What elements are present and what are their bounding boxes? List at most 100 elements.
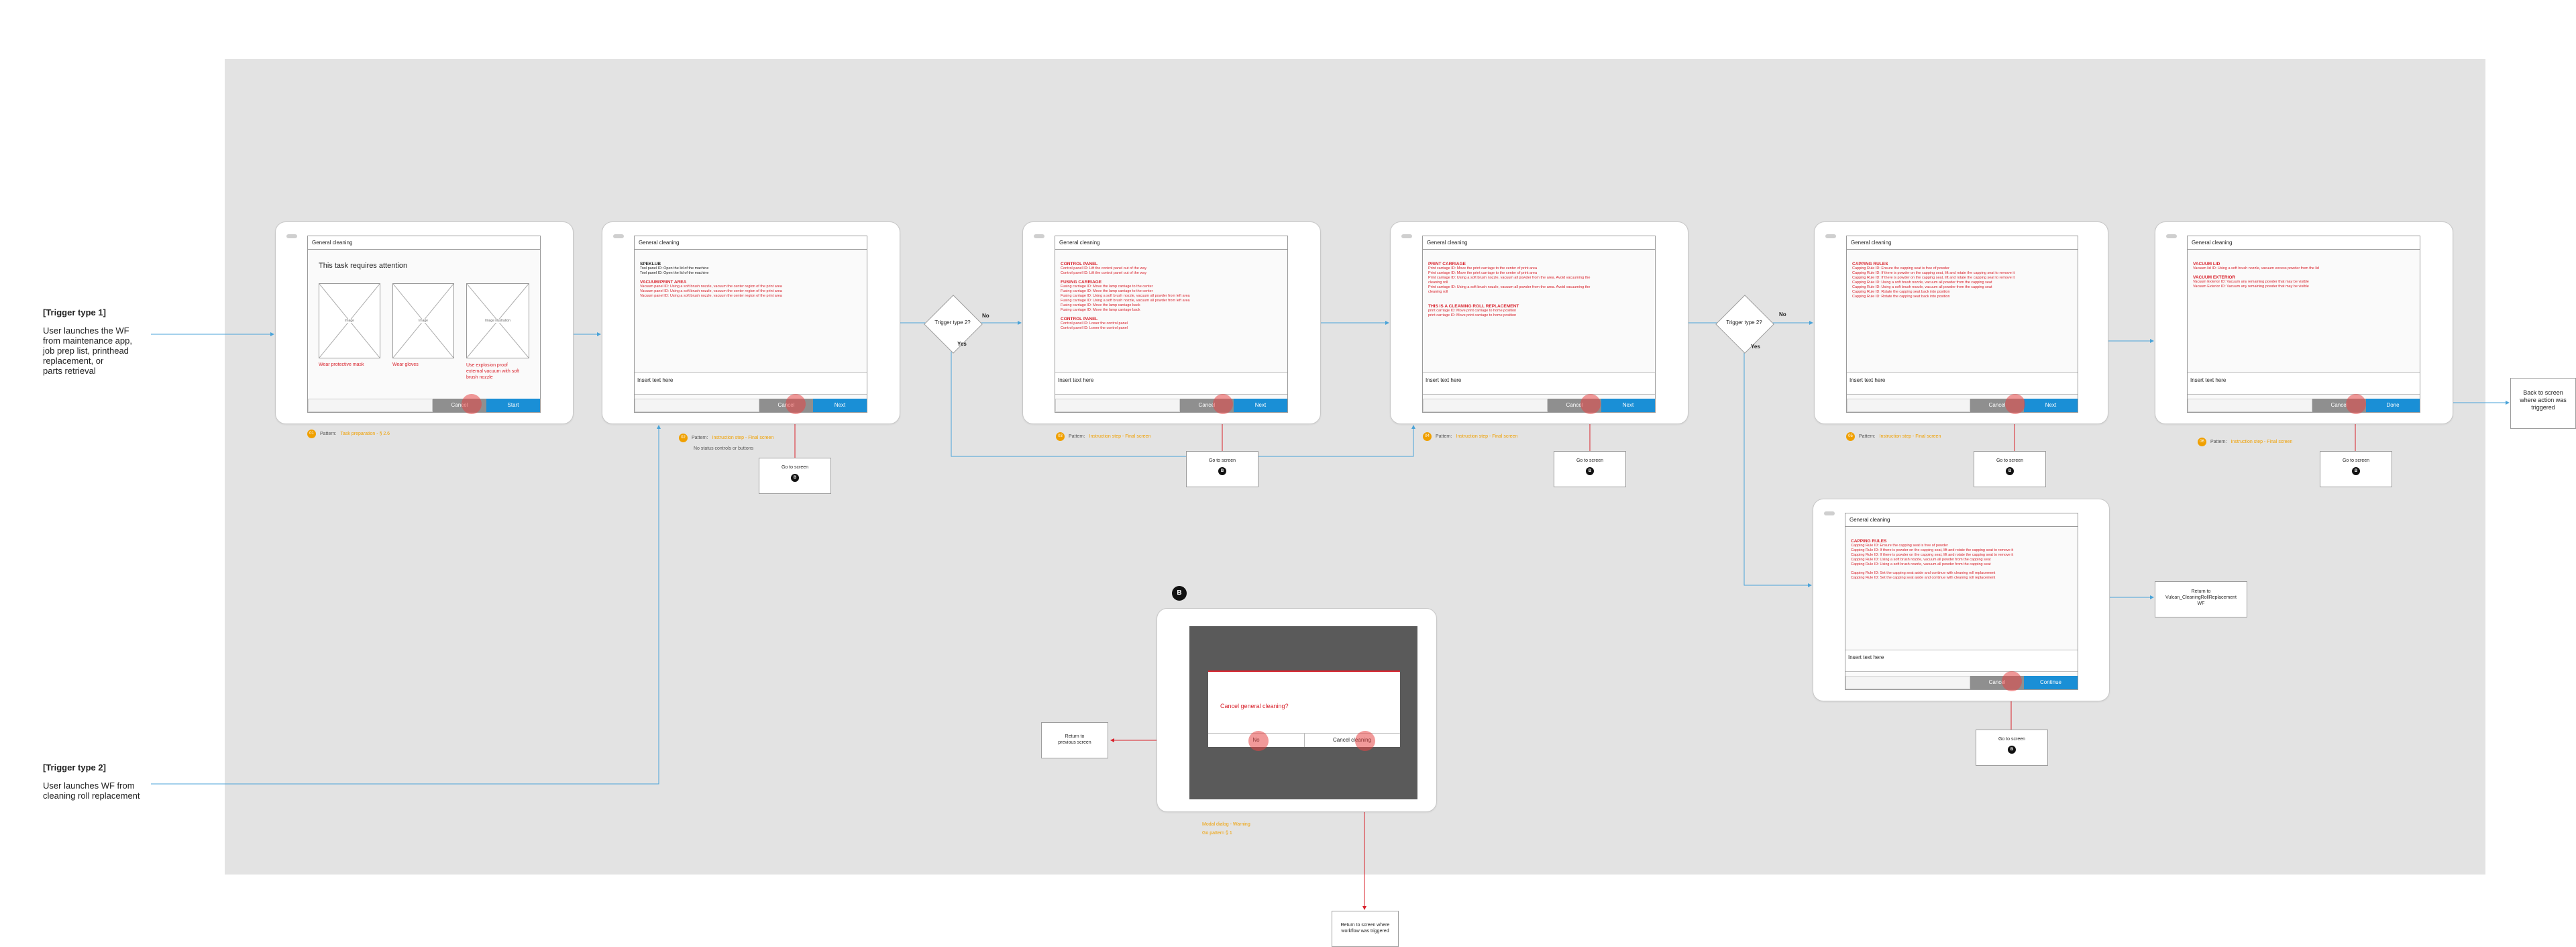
instructions: PRINT CARRIAGE Print carriage ID: Move t… [1423,250,1655,373]
button-row: Cancel Next [1847,397,2078,412]
pattern-note: 06 Pattern: Instruction step - Final scr… [2198,438,2292,446]
tap-indicator [786,394,806,414]
note-link[interactable]: Instruction step - Final screen [2231,440,2293,444]
return-trigger-screen-box: Return to screen where workflow was trig… [1332,911,1399,947]
trigger-2-note: [Trigger type 2] User launches WF from c… [43,762,177,801]
dialog-cancel-cleaning-button[interactable]: Cancel cleaning [1333,737,1371,743]
ppe-caption: Use explosion proof external vacuum with… [466,362,519,381]
box-line: where action was [2520,397,2567,403]
instruction-line: Tool panel ID: Open the lid of the machi… [640,266,709,270]
instruction-line: Capping Rule ID: Rotate the capping seat… [1852,295,1950,299]
text-input[interactable]: Insert text here [635,373,867,395]
trigger-1-line: User launches the WF [43,326,129,336]
next-button[interactable]: Next [1601,399,1655,412]
decision-label: Trigger type 2? [934,319,971,326]
screen-3: General cleaning CONTROL PANEL Control p… [1055,236,1288,413]
text-input[interactable]: Insert text here [1847,373,2078,395]
tablet-camera [1034,234,1044,238]
screen-b-badge: B [1218,467,1226,475]
instruction-line: Capping Rule ID: Using a soft brush nozz… [1852,285,1992,289]
pattern-note: 05 Pattern: Instruction step - Final scr… [1846,432,1941,441]
return-cleaning-roll-box: Return to Vulcan_CleaningRollReplacement… [2155,581,2247,617]
tap-indicator [2005,394,2025,414]
instruction-line: Vacuum Exterior ID: Vacuum any remaining… [2193,285,2309,289]
instruction-line: Vacuum panel ID: Using a soft brush nozz… [640,294,782,298]
instruction-line: Fusing carriage ID: Using a soft brush n… [1061,299,1190,303]
button-row: Cancel Next [1055,397,1287,412]
note-link[interactable]: Instruction step - Final screen [1089,434,1151,439]
note-link[interactable]: Instruction step - Final screen [1456,434,1518,439]
tap-indicator [1248,731,1269,751]
instruction-line: Print carriage ID: Using a soft brush no… [1428,285,1591,289]
text-input[interactable]: Insert text here [1423,373,1655,395]
screen-2: General cleaning SPEKLUB Tool panel ID: … [634,236,867,413]
pattern-note: 04 Pattern: Instruction step - Final scr… [1423,432,1517,441]
note-number: 05 [1846,432,1855,441]
continue-button[interactable]: Continue [2024,676,2078,689]
instruction-line: Vacuum panel ID: Using a soft brush nozz… [640,289,782,293]
instructions: CONTROL PANEL Control panel ID: Lift the… [1055,250,1287,373]
box-line: Return to [2191,589,2211,594]
instruction-line: Capping Rule ID: Set the capping seat as… [1851,571,1996,575]
done-button[interactable]: Done [2366,399,2420,412]
screen-title: General cleaning [1847,236,2078,250]
tablet-screen-3: General cleaning CONTROL PANEL Control p… [1022,221,1321,424]
button-placeholder [1845,676,1970,689]
tablet-screen-4: General cleaning PRINT CARRIAGE Print ca… [1390,221,1688,424]
note-link[interactable]: Instruction step - Final screen [712,436,774,440]
next-button[interactable]: Next [813,399,867,412]
button-row: Cancel Next [635,397,867,412]
trigger-2-line: User launches WF from [43,781,135,791]
pattern-note: 01 Pattern: Task preparation - § 2.6 [307,430,390,438]
tablet-screen-5: General cleaning CAPPING RULES Capping R… [1814,221,2108,424]
note-link[interactable]: Task preparation - § 2.6 [340,432,390,436]
next-button[interactable]: Next [1234,399,1287,412]
image-placeholder: Image [319,283,380,358]
instruction-line: print carriage ID: Move print carriage t… [1428,313,1517,317]
screen-b-badge: B [1172,586,1187,601]
screen-7: General cleaning CAPPING RULES Capping R… [1845,513,2078,690]
note-label: Pattern: [692,436,708,440]
instruction-line: Capping Rule ID: Using a soft brush nozz… [1851,562,1991,566]
section-title: CAPPING RULES [1851,539,1887,544]
tablet-screen-1: General cleaning This task requires atte… [275,221,574,424]
screen-b-badge: B [2352,467,2360,475]
section-title: VACUUM/PRINT AREA [640,280,687,285]
screen-6: General cleaning VACUUM LID Vacuum lid I… [2187,236,2420,413]
instruction-line: print carriage ID: Move print carriage t… [1428,309,1517,313]
box-line: triggered [2531,404,2555,411]
instruction-line: Capping Rule ID: If there is powder on t… [1852,276,2015,280]
instruction-line: Fusing carriage ID: Move the lamp carria… [1061,289,1153,293]
text-input[interactable]: Insert text here [1845,650,2078,672]
decision-no-label: No [1779,311,1786,317]
text-input[interactable]: Insert text here [2188,373,2420,395]
instruction-line: Vacuum Exterior ID: Vacuum any remaining… [2193,280,2309,284]
start-button[interactable]: Start [486,399,540,412]
instruction-line: Capping Rule ID: If there is powder on t… [1851,553,2014,557]
dialog-pattern-note[interactable]: Go pattern § 1 [1202,831,1232,836]
goto-screen-box: Go to screen B [1976,730,2048,766]
attention-heading: This task requires attention [319,262,408,270]
text-input[interactable]: Insert text here [1055,373,1287,395]
box-line: previous screen [1058,740,1091,745]
button-placeholder [1055,399,1180,412]
tablet-camera [1401,234,1412,238]
tap-indicator [2346,394,2366,414]
note-number: 02 [679,434,688,442]
next-button[interactable]: Next [2024,399,2078,412]
goto-screen-box: Go to screen B [1974,451,2046,487]
note-link[interactable]: Instruction step - Final screen [1879,434,1941,439]
box-line: Return to screen where [1340,923,1390,928]
button-placeholder [2188,399,2312,412]
button-placeholder [1847,399,1970,412]
goto-label: Go to screen [1208,458,1236,463]
box-line: workflow was triggered [1341,929,1389,934]
instruction-line: Capping Rule ID: Using a soft brush nozz… [1851,558,1991,562]
trigger-1-line: job prep list, printhead [43,346,129,356]
screen-title: General cleaning [1055,236,1287,250]
instruction-line: Fusing carriage ID: Using a soft brush n… [1061,294,1190,298]
instruction-line: Capping Rule ID: If there is powder on t… [1852,271,2015,275]
trigger-1-line: from maintenance app, [43,336,132,346]
dialog-pattern-note[interactable]: Modal dialog - Warning [1202,822,1250,827]
return-previous-box: Return to previous screen [1041,722,1108,758]
